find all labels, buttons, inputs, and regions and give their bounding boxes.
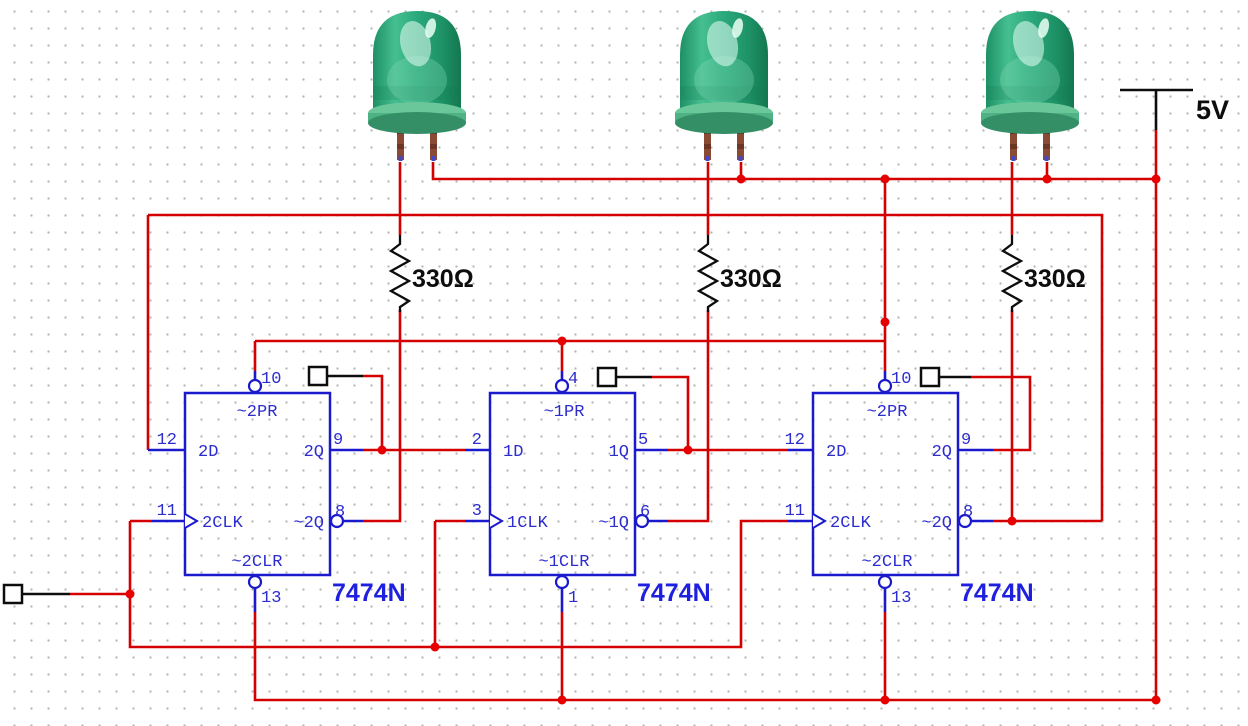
- pin-stubs: [788, 371, 993, 612]
- wire-net-red[interactable]: [70, 130, 1158, 702]
- led-2[interactable]: [675, 11, 773, 161]
- io-connector-3[interactable]: [596, 366, 618, 388]
- flipflop-3[interactable]: 10 ~2PR 13 ~2CLR 12 2D 11 2CLK 9 2Q 8 ~2Q 7474N: [785, 370, 1034, 612]
- pin-label: 2CLK: [202, 514, 244, 533]
- pin-stubs: [148, 371, 363, 612]
- wire-net-black[interactable]: [22, 88, 1193, 596]
- preset-bubble: [554, 378, 570, 394]
- pin-label: ~2Q: [293, 514, 324, 533]
- pin-label: 2D: [826, 443, 846, 462]
- junction-dots: [125, 174, 1161, 705]
- pin-stubs: [465, 371, 668, 612]
- pin-label: ~1CLR: [538, 553, 589, 572]
- io-connector-4[interactable]: [919, 366, 941, 388]
- clear-bubble: [877, 574, 893, 590]
- pin-number: 12: [157, 431, 177, 450]
- led-1[interactable]: [368, 11, 466, 161]
- led-3[interactable]: [981, 11, 1079, 161]
- clear-bubble: [247, 574, 263, 590]
- pin-number: 1: [568, 589, 578, 608]
- part-label[interactable]: 7474N: [960, 579, 1034, 607]
- pin-number: 8: [335, 503, 345, 522]
- qn-bubble: [634, 513, 650, 529]
- pin-number: 2: [472, 431, 482, 450]
- pin-number: 8: [963, 503, 973, 522]
- pin-label: ~2PR: [867, 403, 908, 422]
- pin-number: 9: [961, 431, 971, 450]
- flipflop-1[interactable]: 10 ~2PR 13 ~2CLR 12 2D 11 2CLK 9 2Q 8 ~2Q 7474N: [148, 370, 406, 612]
- resistor-value: 330Ω: [720, 265, 782, 293]
- pin-label: 1CLK: [507, 514, 549, 533]
- pin-label: ~2Q: [921, 514, 952, 533]
- resistor-2[interactable]: 330Ω: [696, 235, 782, 312]
- pin-number: 3: [472, 502, 482, 521]
- pin-label: ~2CLR: [231, 553, 282, 572]
- pin-number: 6: [640, 503, 650, 522]
- pin-number: 13: [891, 589, 911, 608]
- io-connector-2[interactable]: [307, 365, 329, 387]
- pin-label: ~1Q: [598, 514, 629, 533]
- clock-triangle-icon: [489, 513, 504, 529]
- power-label: 5V: [1196, 95, 1229, 125]
- resistor-value: 330Ω: [412, 265, 474, 293]
- clear-bubble: [554, 574, 570, 590]
- pin-label: ~2PR: [237, 403, 278, 422]
- pin-number: 9: [333, 431, 343, 450]
- io-connector-clock-input[interactable]: [2, 583, 24, 605]
- qn-bubble: [329, 513, 345, 529]
- pin-number: 11: [785, 502, 805, 521]
- clock-triangle-icon: [812, 513, 827, 529]
- preset-bubble: [877, 378, 893, 394]
- pin-number: 13: [261, 589, 281, 608]
- pin-number: 10: [261, 370, 281, 389]
- clock-triangle-icon: [184, 513, 199, 529]
- preset-bubble: [247, 378, 263, 394]
- part-label[interactable]: 7474N: [637, 579, 711, 607]
- pin-label: 2Q: [932, 443, 952, 462]
- part-label[interactable]: 7474N: [332, 579, 406, 607]
- pin-number: 5: [638, 431, 648, 450]
- resistor-1[interactable]: 330Ω: [388, 235, 474, 312]
- pin-label: 2CLK: [830, 514, 872, 533]
- power-source-5v[interactable]: 5V: [1196, 95, 1229, 125]
- resistor-value: 330Ω: [1024, 265, 1086, 293]
- pin-label: 2Q: [304, 443, 324, 462]
- pin-label: 2D: [198, 443, 218, 462]
- pin-number: 11: [157, 502, 177, 521]
- pin-number: 10: [891, 370, 911, 389]
- pin-label: 1D: [503, 443, 523, 462]
- flipflop-body[interactable]: [183, 391, 332, 577]
- qn-bubble: [957, 513, 973, 529]
- pin-label: 1Q: [609, 443, 629, 462]
- flipflop-2[interactable]: 4 ~1PR 1 ~1CLR 2 1D 3 1CLK 5 1Q 6 ~1Q 7474N: [465, 370, 711, 612]
- pin-number: 4: [568, 370, 578, 389]
- resistor-3[interactable]: 330Ω: [1000, 235, 1086, 312]
- pin-label: ~1PR: [544, 403, 585, 422]
- pin-label: ~2CLR: [861, 553, 912, 572]
- pin-number: 12: [785, 431, 805, 450]
